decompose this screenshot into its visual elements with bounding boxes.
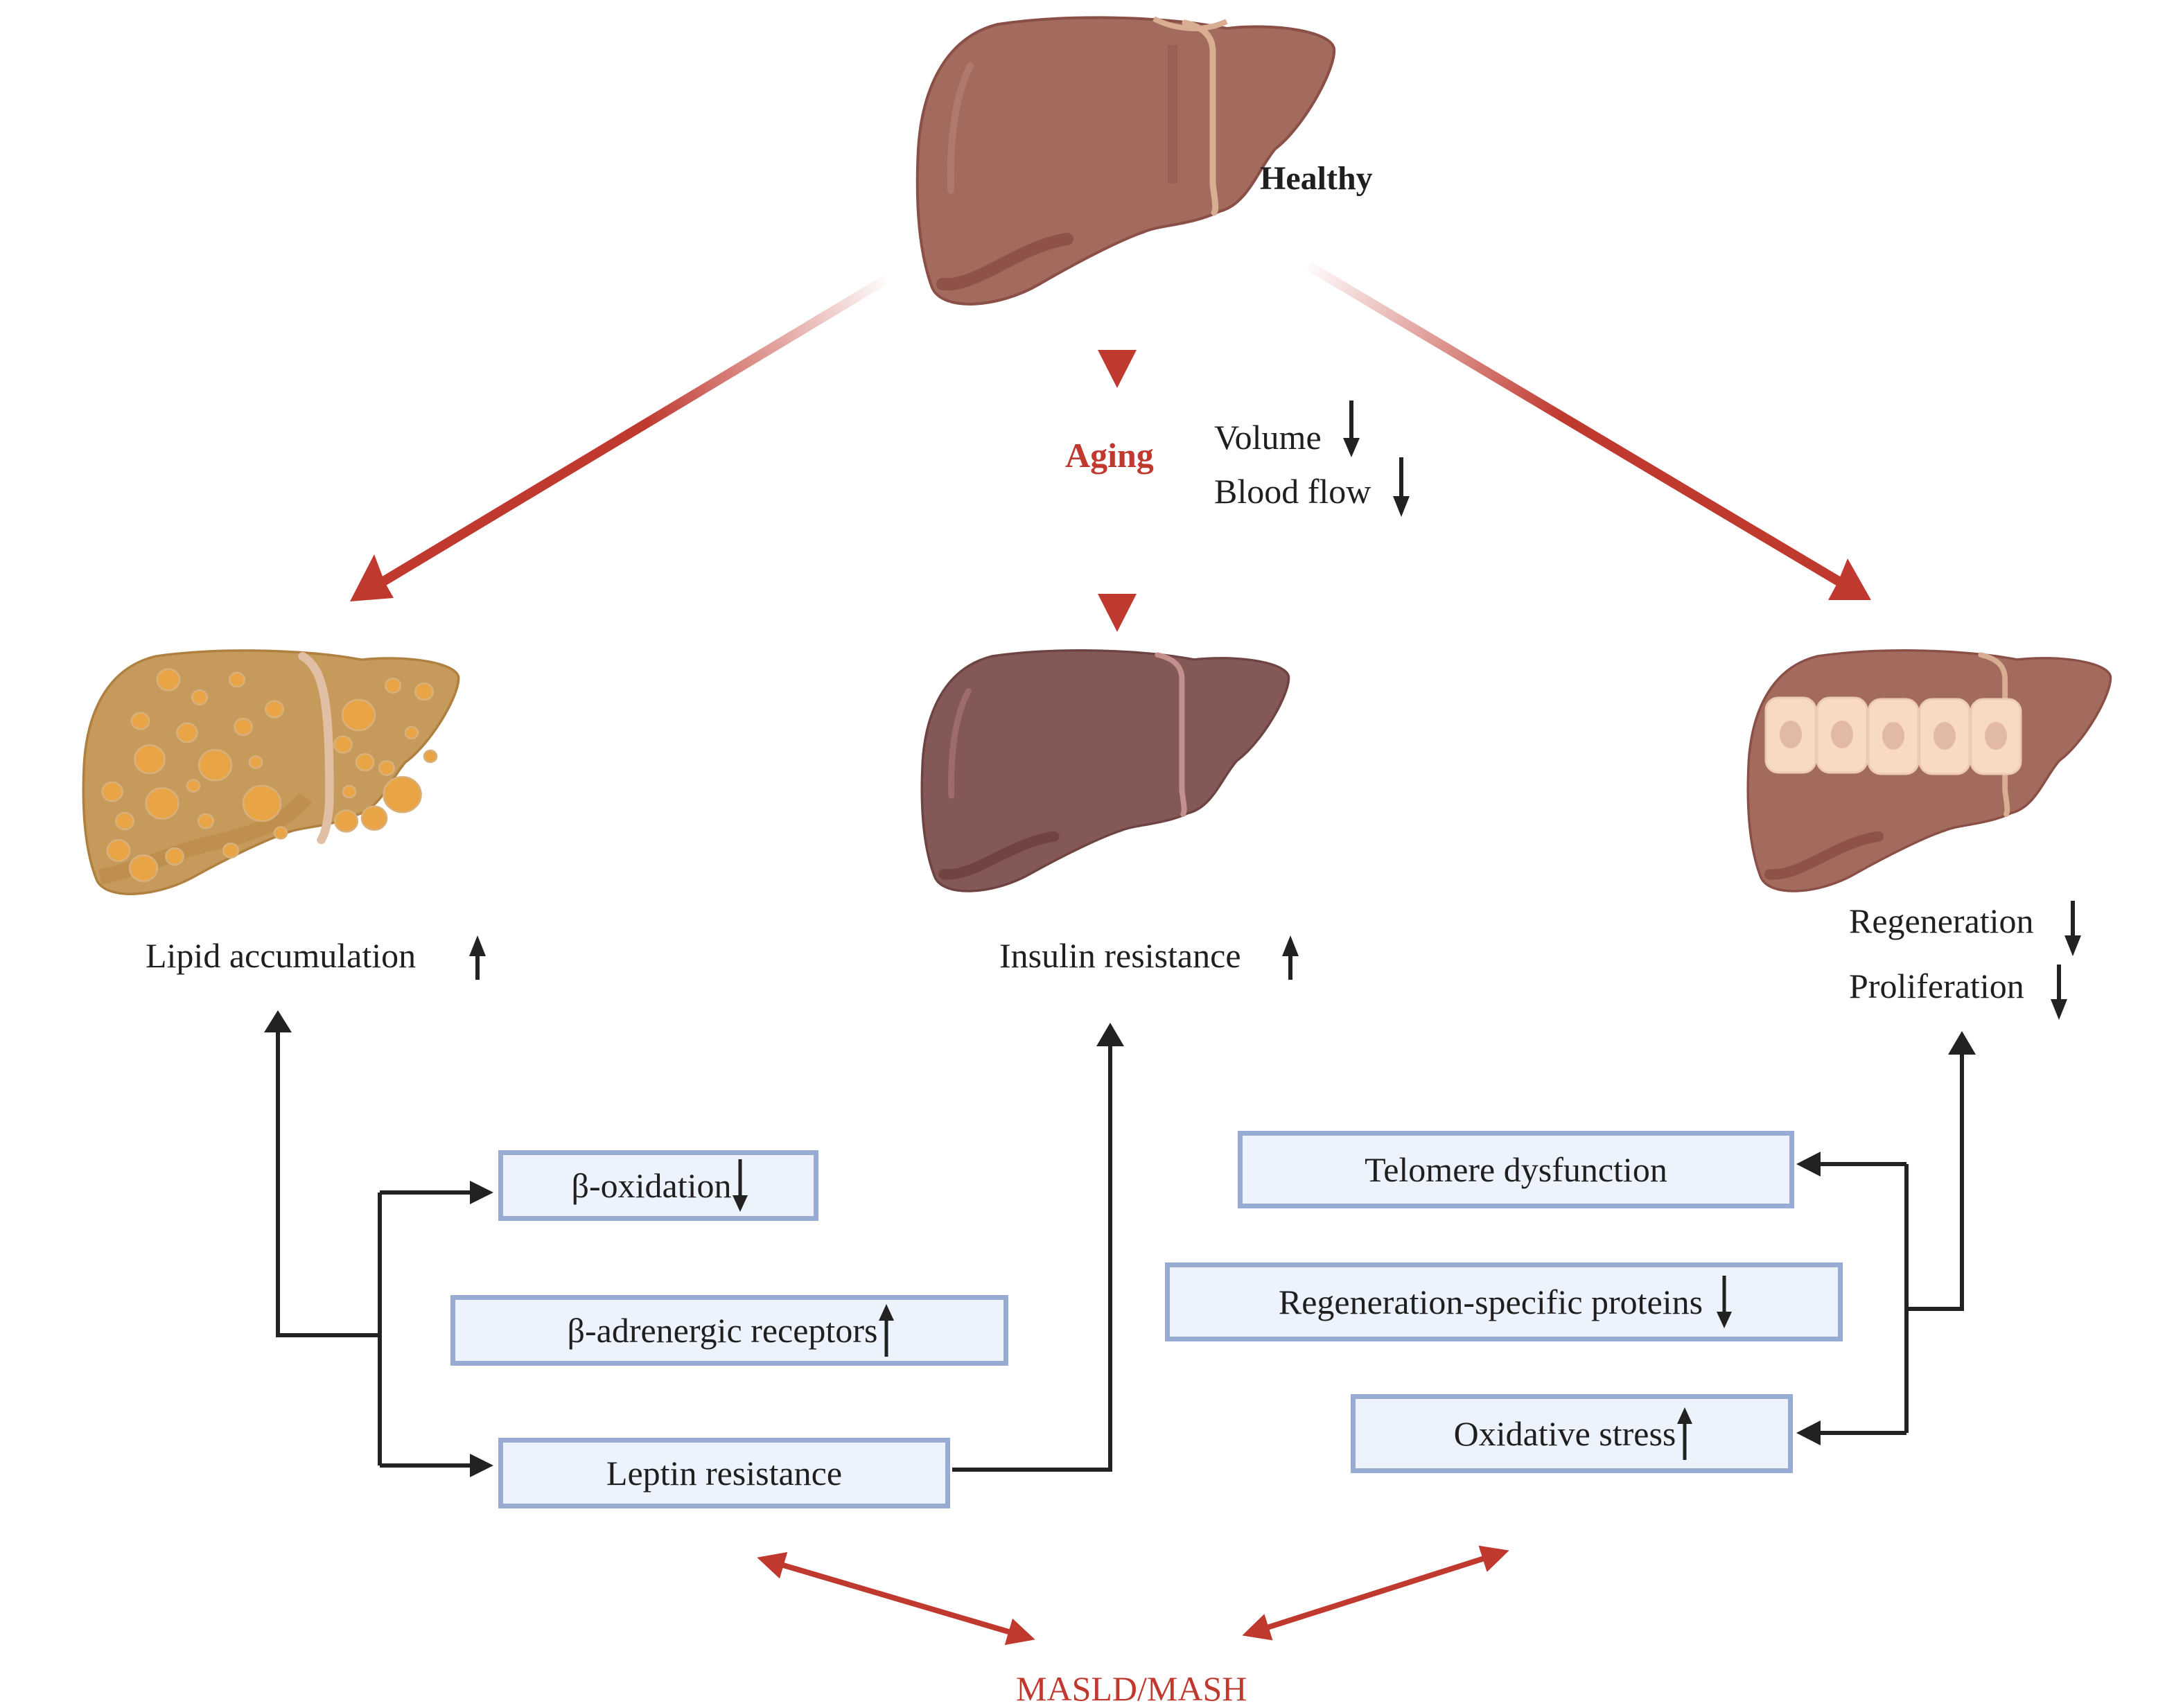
leptin-resistance-text: Leptin resistance [606,1454,843,1493]
regeneration-proteins-down-arrow-icon [1717,1273,1733,1331]
right-connectors [1819,1053,1964,1435]
arrowhead-regeneration [1948,1031,1976,1055]
hepatocyte [1970,698,2022,775]
connector-leptin-to-insulin [952,1046,1112,1472]
left-connectors [276,1032,1112,1472]
blood-flow-down-arrow-icon [1393,457,1410,517]
leptin-resistance-box: Leptin resistance [498,1438,950,1508]
masld-mash-label: MASLD/MASH [1016,1669,1247,1708]
lipid-accumulation-label: Lipid accumulation [146,936,417,975]
masld-arrow-left [757,1551,1035,1646]
fatty-liver [82,649,460,895]
healthy-label: Healthy [1260,160,1373,197]
blood-flow-label: Blood flow [1214,472,1371,511]
volume-label: Volume [1214,418,1322,457]
connector-to-regeneration [1906,1053,1964,1311]
aging-arrow-top-head [1098,350,1137,388]
oxidative-stress-text: Oxidative stress [1453,1414,1676,1453]
telomere-dysfunction-text: Telomere dysfunction [1365,1150,1667,1189]
hepatocyte [1816,696,1868,774]
beta-adrenergic-text: β-adrenergic receptors [567,1311,878,1350]
arrowhead-telomere [1796,1152,1821,1177]
insulin-up-arrow-icon [1282,935,1299,980]
lipid-up-arrow-icon [469,935,486,980]
beta-oxidation-box: β-oxidation [498,1150,818,1221]
hepatocyte [1764,696,1817,774]
oxidative-stress-box: Oxidative stress [1351,1394,1793,1473]
arrow-to-regeneration-liver-head [1828,558,1871,600]
arrowhead-beta-oxidation [470,1181,493,1204]
aging-arrow-bottom-head [1098,594,1137,632]
regeneration-proteins-box: Regeneration-specific proteins [1165,1262,1843,1341]
insulin-resistance-label: Insulin resistance [999,936,1241,975]
healthy-liver [915,16,1336,306]
arrowhead-leptin [470,1454,493,1477]
beta-adrenergic-box: β-adrenergic receptors [450,1295,1008,1366]
aging-label: Aging [1065,436,1154,475]
beta-oxidation-down-arrow-icon [733,1156,748,1215]
arrow-to-fatty-liver-head [350,554,394,601]
masld-arrow-right [1242,1545,1509,1641]
hepatocyte-row [1764,696,2022,775]
volume-down-arrow-icon [1343,400,1360,457]
arrow-to-regeneration-liver [1306,261,1850,591]
proliferation-label: Proliferation [1849,967,2024,1005]
arrowhead-insulin [1096,1023,1124,1046]
hepatocyte [1867,698,1920,775]
regeneration-proteins-text: Regeneration-specific proteins [1278,1283,1703,1321]
oxidative-stress-up-arrow-icon [1677,1405,1693,1463]
arrow-to-fatty-liver [371,276,888,591]
regeneration-label: Regeneration [1849,901,2034,940]
beta-adrenergic-up-arrow-icon [879,1301,895,1359]
proliferation-down-arrow-icon [2051,965,2067,1020]
arrowhead-oxidative [1796,1420,1821,1445]
regeneration-down-arrow-icon [2064,901,2081,956]
arrowhead-lipid [264,1010,292,1032]
connector-to-lipid [276,1032,380,1337]
aged-liver [920,649,1290,892]
telomere-dysfunction-box: Telomere dysfunction [1238,1131,1794,1208]
hepatocyte [1918,698,1971,775]
beta-oxidation-text: β-oxidation [571,1166,732,1205]
